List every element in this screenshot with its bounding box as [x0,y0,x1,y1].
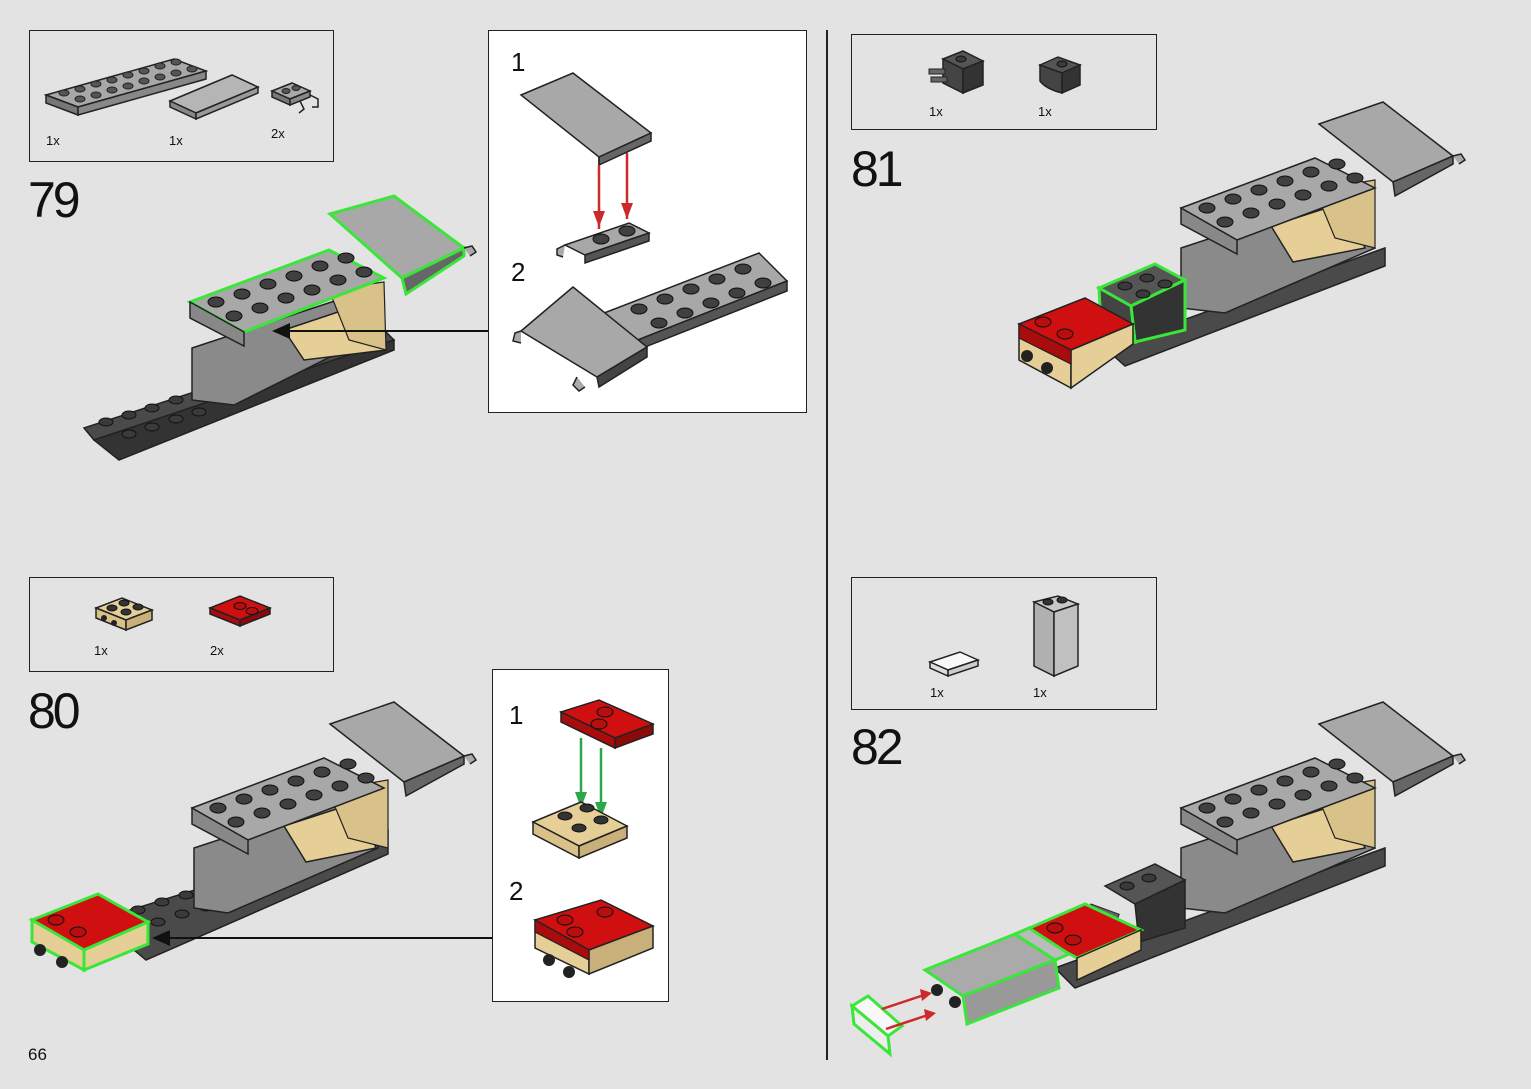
part-qty: 1x [1033,685,1047,700]
callout-arrow-79 [272,323,488,339]
insert-arrows-82 [881,989,936,1031]
callout-arrow-80 [152,930,493,946]
part-qty: 1x [929,104,943,119]
step-79-assembly [82,194,478,461]
substep-number: 2 [511,257,526,287]
part-qty: 1x [94,643,108,658]
substep-number: 1 [511,47,526,77]
page-divider [826,30,828,1060]
red-plate-2x2-icon [207,595,273,628]
part-qty: 1x [930,685,944,700]
substep-box-80: 1 2 [492,669,669,1002]
gray-tile-2x4-icon [168,74,260,121]
step-number: 82 [851,719,904,775]
step-82-assembly [921,701,1467,1027]
step-number: 80 [28,683,81,739]
substep-number: 1 [509,700,524,730]
part-qty: 1x [1038,104,1052,119]
part-qty: 1x [169,133,183,148]
substep-number: 2 [509,876,524,906]
substep-79-1-diagram [519,72,653,265]
gray-clip-plate-icon [270,82,319,114]
substep-80-1-diagram [531,699,655,860]
gray-plate-2x8-icon [43,58,209,117]
substep-box-79: 1 2 [488,30,807,413]
light-gray-panel-icon [1031,595,1081,678]
step-80-assembly [28,701,478,973]
parts-list-81: 1x 1x [851,34,1157,130]
substep-79-2-diagram [512,252,789,392]
step-81-assembly [1017,101,1467,390]
parts-list-80: 1x 2x [29,577,334,672]
part-qty: 2x [271,126,285,141]
white-tile-1x2-icon [927,651,981,678]
parts-list-82: 1x 1x [851,577,1157,710]
tan-bracket-plate-icon [93,597,155,632]
step-number: 81 [851,141,904,197]
dark-gray-curved-brick-icon [1037,56,1083,95]
dark-gray-brick-with-bars-icon [928,50,985,95]
part-qty: 1x [46,133,60,148]
step-number: 79 [28,172,81,228]
substep-80-2-diagram [533,899,655,978]
page-number: 66 [28,1045,47,1064]
parts-list-79: 1x 1x 2x [29,30,334,162]
part-qty: 2x [210,643,224,658]
white-tile-insert [849,994,905,1058]
